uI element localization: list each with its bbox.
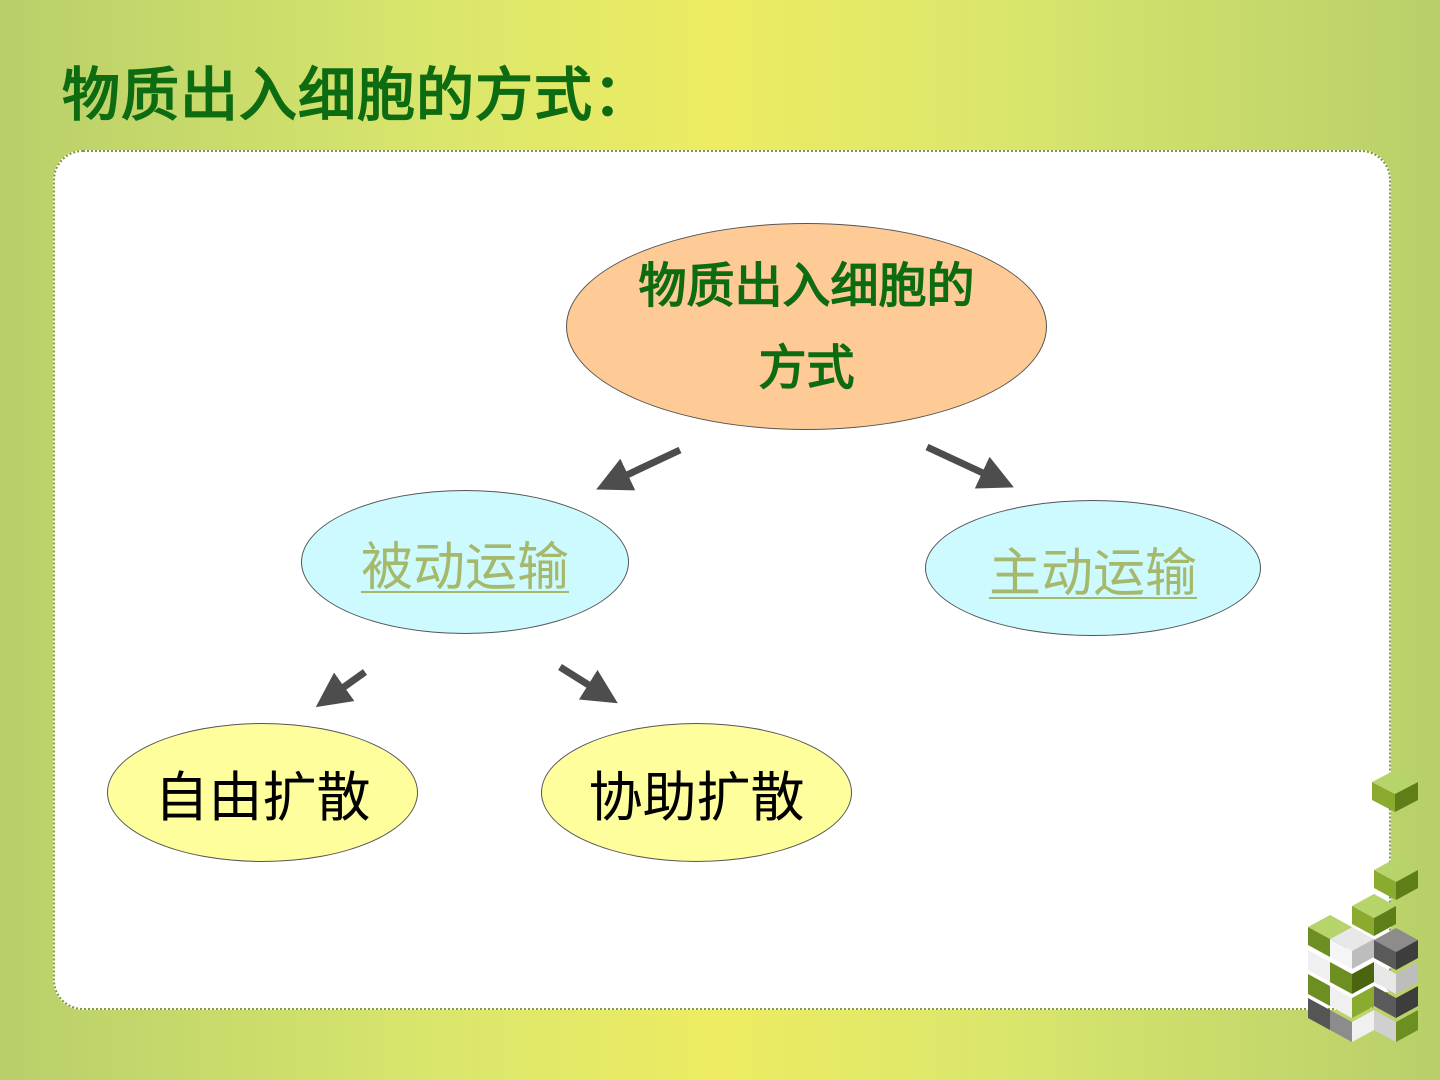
active-transport-node[interactable]: 主动运输 <box>925 500 1261 636</box>
cube-stack-icon <box>1308 770 1418 1042</box>
free-diffusion-label: 自由扩散 <box>154 766 371 829</box>
facilitated-diffusion-node: 协助扩散 <box>541 723 852 862</box>
passive-transport-link[interactable]: 被动运输 <box>360 537 569 598</box>
active-transport-link[interactable]: 主动运输 <box>988 543 1197 604</box>
root-node: 物质出入细胞的方式 <box>566 223 1047 430</box>
root-node-label: 物质出入细胞的方式 <box>638 257 975 396</box>
free-diffusion-node: 自由扩散 <box>107 723 418 862</box>
facilitated-diffusion-label: 协助扩散 <box>588 766 805 829</box>
passive-transport-node[interactable]: 被动运输 <box>301 490 629 634</box>
slide-title: 物质出入细胞的方式： <box>62 61 653 129</box>
